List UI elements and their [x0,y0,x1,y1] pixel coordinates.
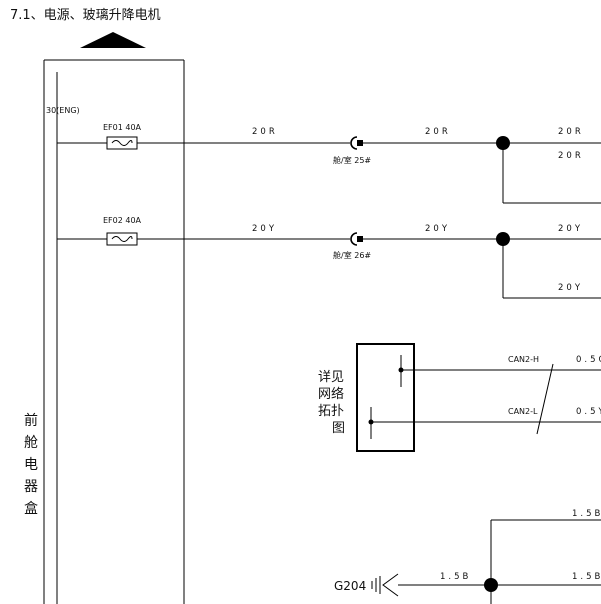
network-box-text: 图 [332,421,345,436]
connector-icon [350,232,358,246]
fuse-box-label-char: 前 [24,412,38,429]
fuse-box-label-char: 器 [24,479,38,495]
wire-label: 20Y [558,224,583,234]
wire-label: 0.5G [576,355,601,365]
wire-label: 20Y [252,224,277,234]
network-box-text: 拓扑 [318,404,344,419]
circuit-ef01: EF01 40A 20R 舱/室 25# 20R 20R 20R [57,123,601,204]
ground-label: G204 [334,579,366,593]
can-high-label: CAN2-H [508,355,539,364]
ground-icon [371,573,399,597]
up-arrow-icon [80,32,146,48]
fuse-label: EF01 40A [103,123,142,132]
wire-label: 20Y [425,224,450,234]
wire-label: 1.5B [440,572,471,582]
fuse-box: 30(ENG) 前 舱 电 器 盒 [24,59,185,604]
wire-label: 20R [558,151,584,161]
wire-label: 1.5B [572,509,601,519]
circuit-ef02: EF02 40A 20Y 舱/室 26# 20Y 20Y 20Y [57,216,601,299]
connector-label: 舱/室 25# [333,155,371,165]
connector-label: 舱/室 26# [333,250,371,260]
bus-label: 30(ENG) [46,106,80,115]
fuse-label: EF02 40A [103,216,142,225]
network-box: 详见 网络 拓扑 图 CAN2-H 0.5G CAN2-L 0.5Y [318,343,601,452]
fuse-box-label-char: 盒 [24,500,38,517]
wire-label: 20R [425,127,451,137]
connector-icon [350,136,358,150]
network-box-text: 网络 [318,386,344,402]
wire-label: 1.5B [572,572,601,582]
page-title: 7.1、电源、玻璃升降电机 [10,8,161,23]
can-low-label: CAN2-L [508,407,538,416]
wire-label: 0.5Y [576,407,601,417]
network-box-text: 详见 [318,370,344,385]
fuse-box-label-char: 电 [24,457,38,473]
ground-circuit: 1.5B 1.5B 1.5B G204 [334,509,601,604]
wire-label: 20Y [558,283,583,293]
wire-label: 20R [252,127,278,137]
fuse-box-label-char: 舱 [24,435,38,451]
wire-label: 20R [558,127,584,137]
